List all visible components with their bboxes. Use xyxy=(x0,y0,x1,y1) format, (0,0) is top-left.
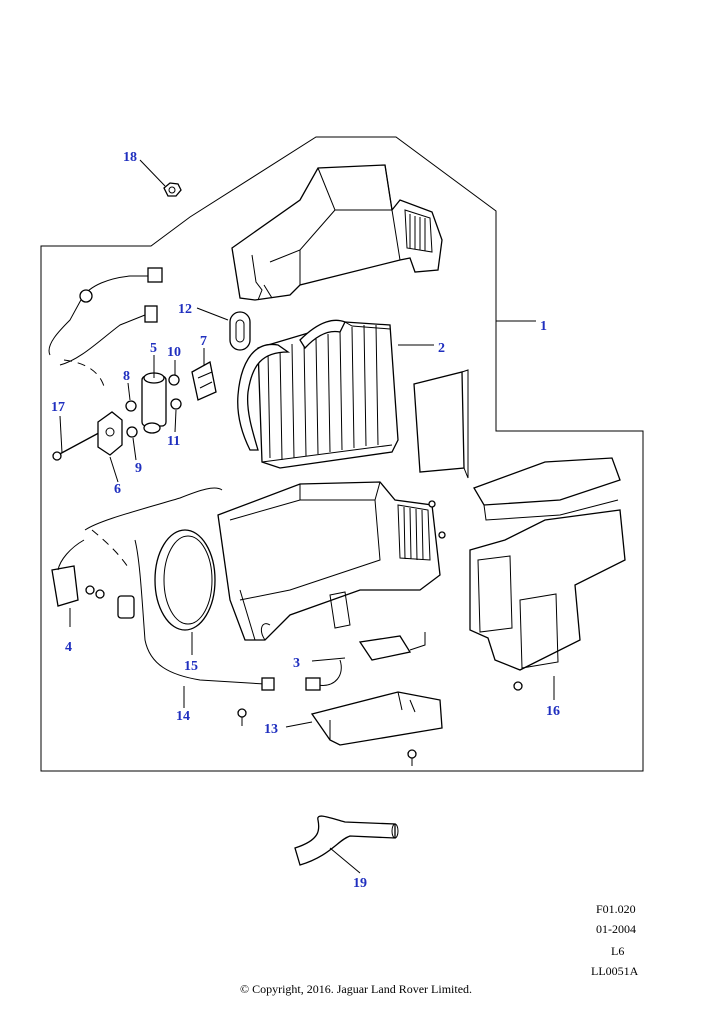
part-14-harness xyxy=(84,487,275,691)
part-3-actuator xyxy=(305,632,426,691)
part-6-block xyxy=(97,411,123,456)
callout-11[interactable]: 11 xyxy=(167,434,180,449)
part-4-resistor xyxy=(51,539,105,607)
callout-14[interactable]: 14 xyxy=(176,709,190,724)
part-16-duct xyxy=(469,457,626,671)
illustration-code: LL0051A xyxy=(591,964,639,978)
part-8-oring xyxy=(125,400,138,438)
callouts: 1 2 3 4 5 6 7 8 9 10 11 12 13 14 15 16 1… xyxy=(51,150,560,891)
part-7-bracket xyxy=(191,360,217,401)
part-13-cover xyxy=(310,691,443,746)
part-2-evaporator xyxy=(237,319,399,469)
wiring-harness xyxy=(48,267,163,391)
callout-18[interactable]: 18 xyxy=(123,150,137,165)
callout-13[interactable]: 13 xyxy=(264,722,278,737)
part-18-nut xyxy=(163,182,182,197)
callout-5[interactable]: 5 xyxy=(150,341,157,356)
upper-housing xyxy=(231,164,443,301)
filter-element xyxy=(413,369,469,479)
callout-9[interactable]: 9 xyxy=(135,461,142,476)
callout-1[interactable]: 1 xyxy=(540,319,547,334)
callout-4[interactable]: 4 xyxy=(65,640,72,655)
callout-19[interactable]: 19 xyxy=(353,876,367,891)
callout-7[interactable]: 7 xyxy=(200,334,207,349)
part-5-expansion-valve xyxy=(141,372,167,434)
part-19-pipe xyxy=(294,815,399,866)
assembly-outline xyxy=(40,136,644,772)
part-10-oring xyxy=(168,374,182,410)
callout-6[interactable]: 6 xyxy=(114,482,121,497)
engine-code: L6 xyxy=(611,944,625,958)
callout-16[interactable]: 16 xyxy=(546,704,560,719)
part-12-grommet xyxy=(229,311,251,351)
callout-8[interactable]: 8 xyxy=(123,369,130,384)
callout-15[interactable]: 15 xyxy=(184,659,198,674)
callout-17[interactable]: 17 xyxy=(51,400,65,415)
copyright-notice: © Copyright, 2016. Jaguar Land Rover Lim… xyxy=(239,982,473,996)
callout-2[interactable]: 2 xyxy=(438,341,445,356)
callout-10[interactable]: 10 xyxy=(167,345,181,360)
part-15-ring xyxy=(154,529,216,631)
callout-12[interactable]: 12 xyxy=(178,302,192,317)
callout-3[interactable]: 3 xyxy=(293,656,300,671)
screws xyxy=(237,500,523,766)
leader-lines xyxy=(59,159,555,874)
lower-housing xyxy=(217,481,441,641)
figure-code: F01.020 xyxy=(596,902,636,916)
figure-date: 01-2004 xyxy=(596,922,636,936)
